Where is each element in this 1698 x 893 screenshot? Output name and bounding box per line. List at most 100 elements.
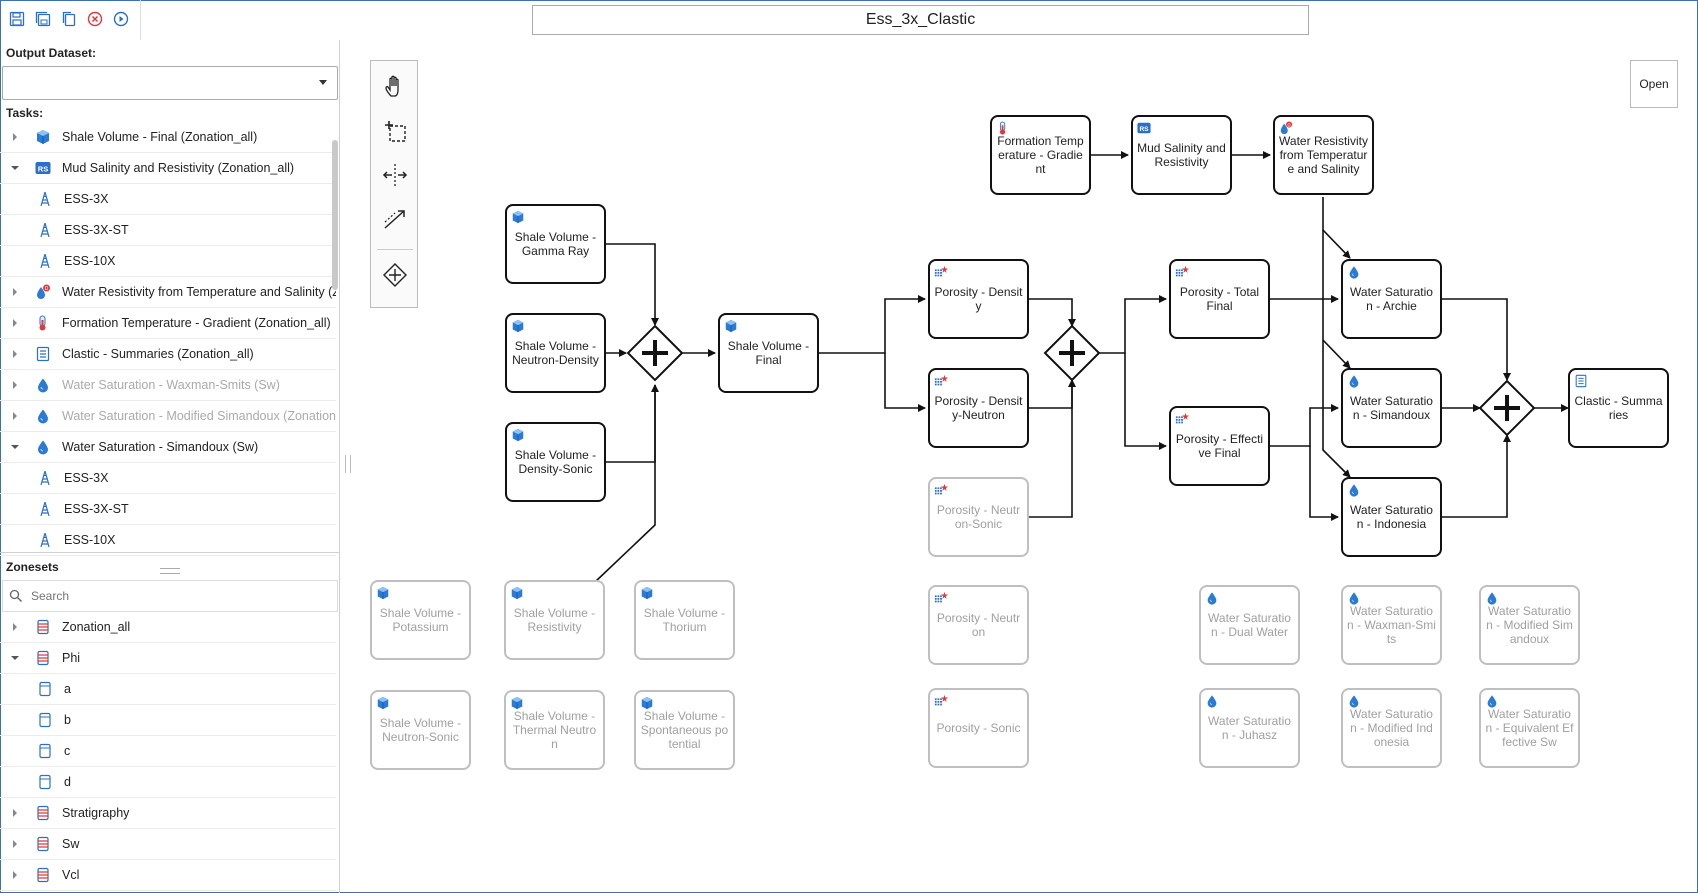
copy-icon[interactable] (58, 8, 80, 30)
task-node-por-neutron[interactable]: Porosity - Neutron (928, 585, 1029, 665)
tree-item[interactable]: Vcl (0, 860, 336, 891)
chevron-right-icon[interactable] (8, 316, 22, 330)
porosity-icon (1175, 412, 1189, 426)
chevron-right-icon[interactable] (8, 837, 22, 851)
hand-tool-icon[interactable] (377, 69, 413, 105)
tree-child-item[interactable]: a (0, 674, 336, 705)
task-node-sv-thermal[interactable]: Shale Volume - Thermal Neutron (504, 690, 605, 770)
tree-child-item[interactable]: ESS-3X (0, 184, 336, 215)
chevron-right-icon[interactable] (8, 806, 22, 820)
output-dataset-dropdown[interactable] (2, 66, 338, 100)
task-node-label: Porosity - Effective Final (1175, 432, 1264, 460)
open-button[interactable]: Open (1630, 60, 1678, 108)
save-all-icon[interactable] (32, 8, 54, 30)
tree-item[interactable]: Sw (0, 829, 336, 860)
task-node-sw-modindo[interactable]: Water Saturation - Modified Indonesia (1341, 688, 1442, 768)
task-node-sv-thorium[interactable]: Shale Volume - Thorium (634, 580, 735, 660)
tree-item[interactable]: Stratigraphy (0, 798, 336, 829)
water-resistivity-icon: Ω (1279, 121, 1293, 135)
tree-item[interactable]: Water Saturation - Waxman-Smits (Sw) (0, 370, 336, 401)
panel-splitter[interactable] (0, 552, 340, 553)
chevron-right-icon[interactable] (8, 378, 22, 392)
water-drop-icon (1485, 591, 1499, 605)
task-node-sv-final[interactable]: Shale Volume - Final (718, 313, 819, 393)
task-node-sv-potassium[interactable]: Shale Volume - Potassium (370, 580, 471, 660)
gateway-tool-icon[interactable] (377, 257, 413, 293)
chevron-right-icon[interactable] (8, 130, 22, 144)
save-icon[interactable] (6, 8, 28, 30)
task-node-form-temp[interactable]: Formation Temperature - Gradient (990, 115, 1091, 195)
tree-child-item[interactable]: ESS-3X (0, 463, 336, 494)
tree-child-item[interactable]: ESS-10X (0, 246, 336, 277)
task-node-clastic-sum[interactable]: Clastic - Summaries (1568, 368, 1669, 448)
tree-child-item[interactable]: ESS-3X-ST (0, 494, 336, 525)
task-node-sw-modsim[interactable]: Water Saturation - Modified Simandoux (1479, 585, 1580, 665)
diagram-title[interactable]: Ess_3x_Clastic (532, 5, 1309, 35)
tree-item[interactable]: Water Saturation - Modified Simandoux (Z… (0, 401, 336, 432)
thermometer-icon (996, 121, 1010, 135)
task-node-label: Shale Volume - Neutron-Sonic (379, 716, 462, 744)
tree-item[interactable]: Formation Temperature - Gradient (Zonati… (0, 308, 336, 339)
tree-child-item[interactable]: ESS-3X-ST (0, 215, 336, 246)
task-node-sw-archie[interactable]: Water Saturation - Archie (1341, 259, 1442, 339)
task-node-sw-simandoux[interactable]: Water Saturation - Simandoux (1341, 368, 1442, 448)
rs-icon: RS (1137, 121, 1151, 135)
task-node-sv-neutron-sonic[interactable]: Shale Volume - Neutron-Sonic (370, 690, 471, 770)
run-icon[interactable] (110, 8, 132, 30)
task-node-sw-juhasz[interactable]: Water Saturation - Juhasz (1199, 688, 1300, 768)
tree-item-label: Vcl (62, 868, 80, 882)
space-tool-icon[interactable] (377, 157, 413, 193)
chevron-down-icon[interactable] (8, 440, 22, 454)
search-input[interactable] (29, 588, 319, 604)
task-node-sv-density-sonic[interactable]: Shale Volume - Density-Sonic (505, 422, 606, 502)
task-node-sv-neutron-density[interactable]: Shale Volume - Neutron-Density (505, 313, 606, 393)
task-node-sw-waxman[interactable]: Water Saturation - Waxman-Smits (1341, 585, 1442, 665)
task-node-sv-resistivity[interactable]: Shale Volume - Resistivity (504, 580, 605, 660)
task-node-por-sonic[interactable]: Porosity - Sonic (928, 688, 1029, 768)
chevron-right-icon[interactable] (8, 409, 22, 423)
chevron-right-icon[interactable] (8, 285, 22, 299)
task-node-sw-indonesia[interactable]: Water Saturation - Indonesia (1341, 477, 1442, 557)
tree-item[interactable]: Clastic - Summaries (Zonation_all) (0, 339, 336, 370)
task-node-label: Water Saturation - Archie (1350, 285, 1433, 313)
task-node-por-density-neutron[interactable]: Porosity - Density-Neutron (928, 368, 1029, 448)
tree-child-item[interactable]: b (0, 705, 336, 736)
tree-child-item[interactable]: c (0, 736, 336, 767)
zonesets-search (2, 580, 338, 612)
task-node-por-effective[interactable]: Porosity - Effective Final (1169, 406, 1270, 486)
task-node-sv-gamma[interactable]: Shale Volume - Gamma Ray (505, 204, 606, 284)
shale-volume-icon (724, 319, 738, 333)
tree-child-item[interactable]: ESS-10X (0, 525, 336, 556)
parallel-gateway-2 (1043, 324, 1101, 382)
chevron-right-icon[interactable] (8, 868, 22, 882)
connect-tool-icon[interactable] (377, 201, 413, 237)
tree-item[interactable]: Shale Volume - Final (Zonation_all) (0, 122, 336, 153)
tasks-scrollbar[interactable] (332, 140, 338, 290)
delete-icon[interactable] (84, 8, 106, 30)
tree-item[interactable]: Phi (0, 643, 336, 674)
task-node-label: Porosity - Density (934, 285, 1023, 313)
chevron-down-icon[interactable] (8, 161, 22, 175)
tree-item[interactable]: Water Saturation - Simandoux (Sw) (0, 432, 336, 463)
tree-item[interactable]: Zonation_all (0, 612, 336, 643)
task-node-por-density[interactable]: Porosity - Density (928, 259, 1029, 339)
task-node-por-total[interactable]: Porosity - Total Final (1169, 259, 1270, 339)
chevron-right-icon[interactable] (8, 347, 22, 361)
task-node-label: Shale Volume - Gamma Ray (514, 230, 597, 258)
rs-icon: RS (34, 159, 52, 177)
lasso-select-icon[interactable] (377, 113, 413, 149)
vertical-splitter-grip[interactable] (345, 455, 351, 473)
tree-child-item[interactable]: d (0, 767, 336, 798)
palette-divider (377, 249, 413, 250)
chevron-down-icon[interactable] (8, 651, 22, 665)
task-node-sw-equiv[interactable]: Water Saturation - Equivalent Effective … (1479, 688, 1580, 768)
resize-grip[interactable] (160, 568, 180, 574)
task-node-por-neutron-sonic[interactable]: Porosity - Neutron-Sonic (928, 477, 1029, 557)
task-node-sv-sp[interactable]: Shale Volume - Spontaneous potential (634, 690, 735, 770)
task-node-sw-dual[interactable]: Water Saturation - Dual Water (1199, 585, 1300, 665)
chevron-right-icon[interactable] (8, 620, 22, 634)
